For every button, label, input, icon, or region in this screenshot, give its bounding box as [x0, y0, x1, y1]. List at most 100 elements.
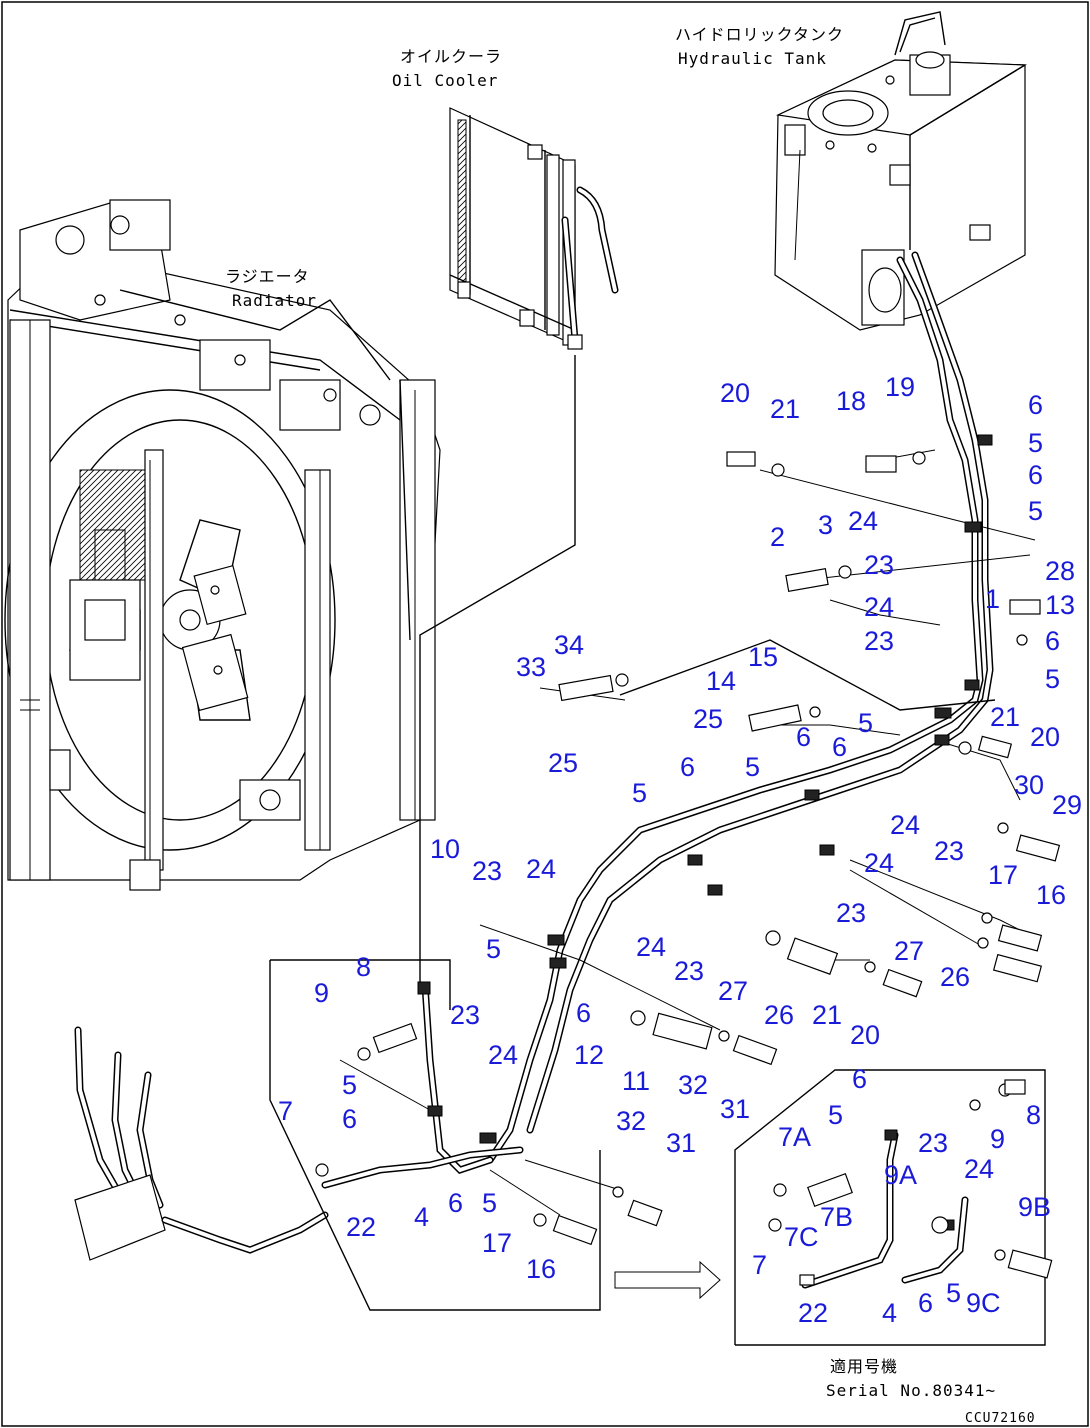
callout-c66: 6 — [852, 1064, 867, 1094]
callout-c84: 16 — [526, 1254, 556, 1284]
callout-c6: 5 — [1028, 428, 1043, 458]
callout-c51: 6 — [576, 998, 591, 1028]
callout-c18: 6 — [1045, 626, 1060, 656]
callout-c63: 31 — [720, 1094, 750, 1124]
callout-c11: 2 — [770, 522, 785, 552]
callout-c44: 23 — [836, 898, 866, 928]
callout-c88: 22 — [798, 1298, 828, 1328]
part-callouts: 20 21 18 19 6 5 6 5 24 23 2 3 28 1 24 13… — [278, 372, 1082, 1328]
callout-c58: 12 — [574, 1040, 604, 1070]
callout-c85: 7 — [752, 1250, 767, 1280]
callout-c86: 5 — [946, 1278, 961, 1308]
hydraulic-tank-label-jp: ハイドロリックタンク — [675, 25, 844, 44]
callout-c13: 28 — [1045, 556, 1075, 586]
callout-c34: 29 — [1052, 790, 1082, 820]
callout-c64: 7 — [278, 1096, 293, 1126]
callout-c28: 6 — [796, 722, 811, 752]
callout-c23: 14 — [706, 666, 736, 696]
callout-c81: 17 — [482, 1228, 512, 1258]
callout-c69: 8 — [1026, 1100, 1041, 1130]
callout-c55: 26 — [764, 1000, 794, 1030]
callout-c19: 5 — [1045, 664, 1060, 694]
callout-c7: 6 — [1028, 460, 1043, 490]
callout-c38: 24 — [864, 848, 894, 878]
callout-c80: 7B — [820, 1202, 853, 1232]
callout-c29: 20 — [1030, 722, 1060, 752]
callout-c27: 21 — [990, 702, 1020, 732]
callout-c33: 30 — [1014, 770, 1044, 800]
callout-c43: 16 — [1036, 880, 1066, 910]
callout-c74: 22 — [346, 1212, 376, 1242]
callout-c17: 23 — [864, 626, 894, 656]
callout-c78: 9A — [884, 1160, 917, 1190]
callout-c1: 20 — [720, 378, 750, 408]
oil-cooler-label-en: Oil Cooler — [392, 71, 498, 90]
callout-c20: 33 — [516, 652, 546, 682]
callout-c31: 25 — [548, 748, 578, 778]
hose-routing — [74, 251, 994, 1289]
callout-c5: 6 — [1028, 390, 1043, 420]
callout-c26: 6 — [832, 732, 847, 762]
callout-c72: 23 — [918, 1128, 948, 1158]
callout-c65: 6 — [342, 1104, 357, 1134]
callout-c87: 9C — [966, 1288, 1001, 1318]
callout-c71: 5 — [828, 1100, 843, 1130]
callout-c79: 24 — [964, 1154, 994, 1184]
drawing-code: CCU72160 — [965, 1411, 1036, 1426]
fasteners — [315, 434, 1061, 1286]
callout-c68: 31 — [666, 1128, 696, 1158]
callout-c56: 21 — [812, 1000, 842, 1030]
callout-c75: 4 — [414, 1202, 429, 1232]
callout-c42: 24 — [526, 854, 556, 884]
callout-c77: 5 — [482, 1188, 497, 1218]
callout-c40: 10 — [430, 834, 460, 864]
serial-label-jp: 適用号機 — [830, 1357, 898, 1376]
callout-c82: 7C — [784, 1222, 819, 1252]
callout-c45: 5 — [486, 934, 501, 964]
radiator-label-jp: ラジエータ — [225, 267, 310, 286]
radiator-label-en: Radiator — [232, 291, 317, 310]
callout-c59: 24 — [488, 1040, 518, 1070]
oil-cooler-label-jp: オイルクーラ — [400, 47, 502, 66]
callout-c35: 5 — [632, 778, 647, 808]
callout-c70: 7A — [778, 1122, 811, 1152]
callout-c60: 11 — [622, 1066, 650, 1096]
callout-c10: 23 — [864, 550, 894, 580]
callout-c47: 27 — [894, 936, 924, 966]
callout-c90: 6 — [918, 1288, 933, 1318]
callout-c16: 13 — [1045, 590, 1075, 620]
callout-c25: 5 — [858, 708, 873, 738]
callout-c39: 17 — [988, 860, 1018, 890]
callout-c57: 20 — [850, 1020, 880, 1050]
callout-c61: 32 — [678, 1070, 708, 1100]
callout-c54: 23 — [450, 1000, 480, 1030]
callout-c4: 19 — [885, 372, 915, 402]
callout-c8: 5 — [1028, 496, 1043, 526]
callout-c50: 8 — [356, 952, 371, 982]
callout-c49: 26 — [940, 962, 970, 992]
callout-c83: 9B — [1018, 1192, 1051, 1222]
callout-c9: 24 — [848, 506, 878, 536]
callout-c89: 4 — [882, 1298, 897, 1328]
callout-c15: 24 — [864, 592, 894, 622]
callout-c46: 24 — [636, 932, 666, 962]
callout-c73: 9 — [990, 1124, 1005, 1154]
callout-c30: 5 — [745, 752, 760, 782]
callout-c12: 3 — [818, 510, 833, 540]
callout-c62: 5 — [342, 1070, 357, 1100]
callout-c52: 27 — [718, 976, 748, 1006]
callout-c3: 18 — [836, 386, 866, 416]
hydraulic-tank-assembly — [774, 11, 1028, 331]
callout-c76: 6 — [448, 1188, 463, 1218]
callout-c32: 6 — [680, 752, 695, 782]
callout-c36: 24 — [890, 810, 920, 840]
serial-label-en: Serial No.80341~ — [826, 1381, 996, 1400]
callout-c37: 23 — [934, 836, 964, 866]
hydraulic-tank-label-en: Hydraulic Tank — [678, 49, 827, 68]
callout-c48: 23 — [674, 956, 704, 986]
callout-c53: 9 — [314, 978, 329, 1008]
callout-c2: 21 — [770, 394, 800, 424]
radiator-assembly — [4, 199, 441, 891]
